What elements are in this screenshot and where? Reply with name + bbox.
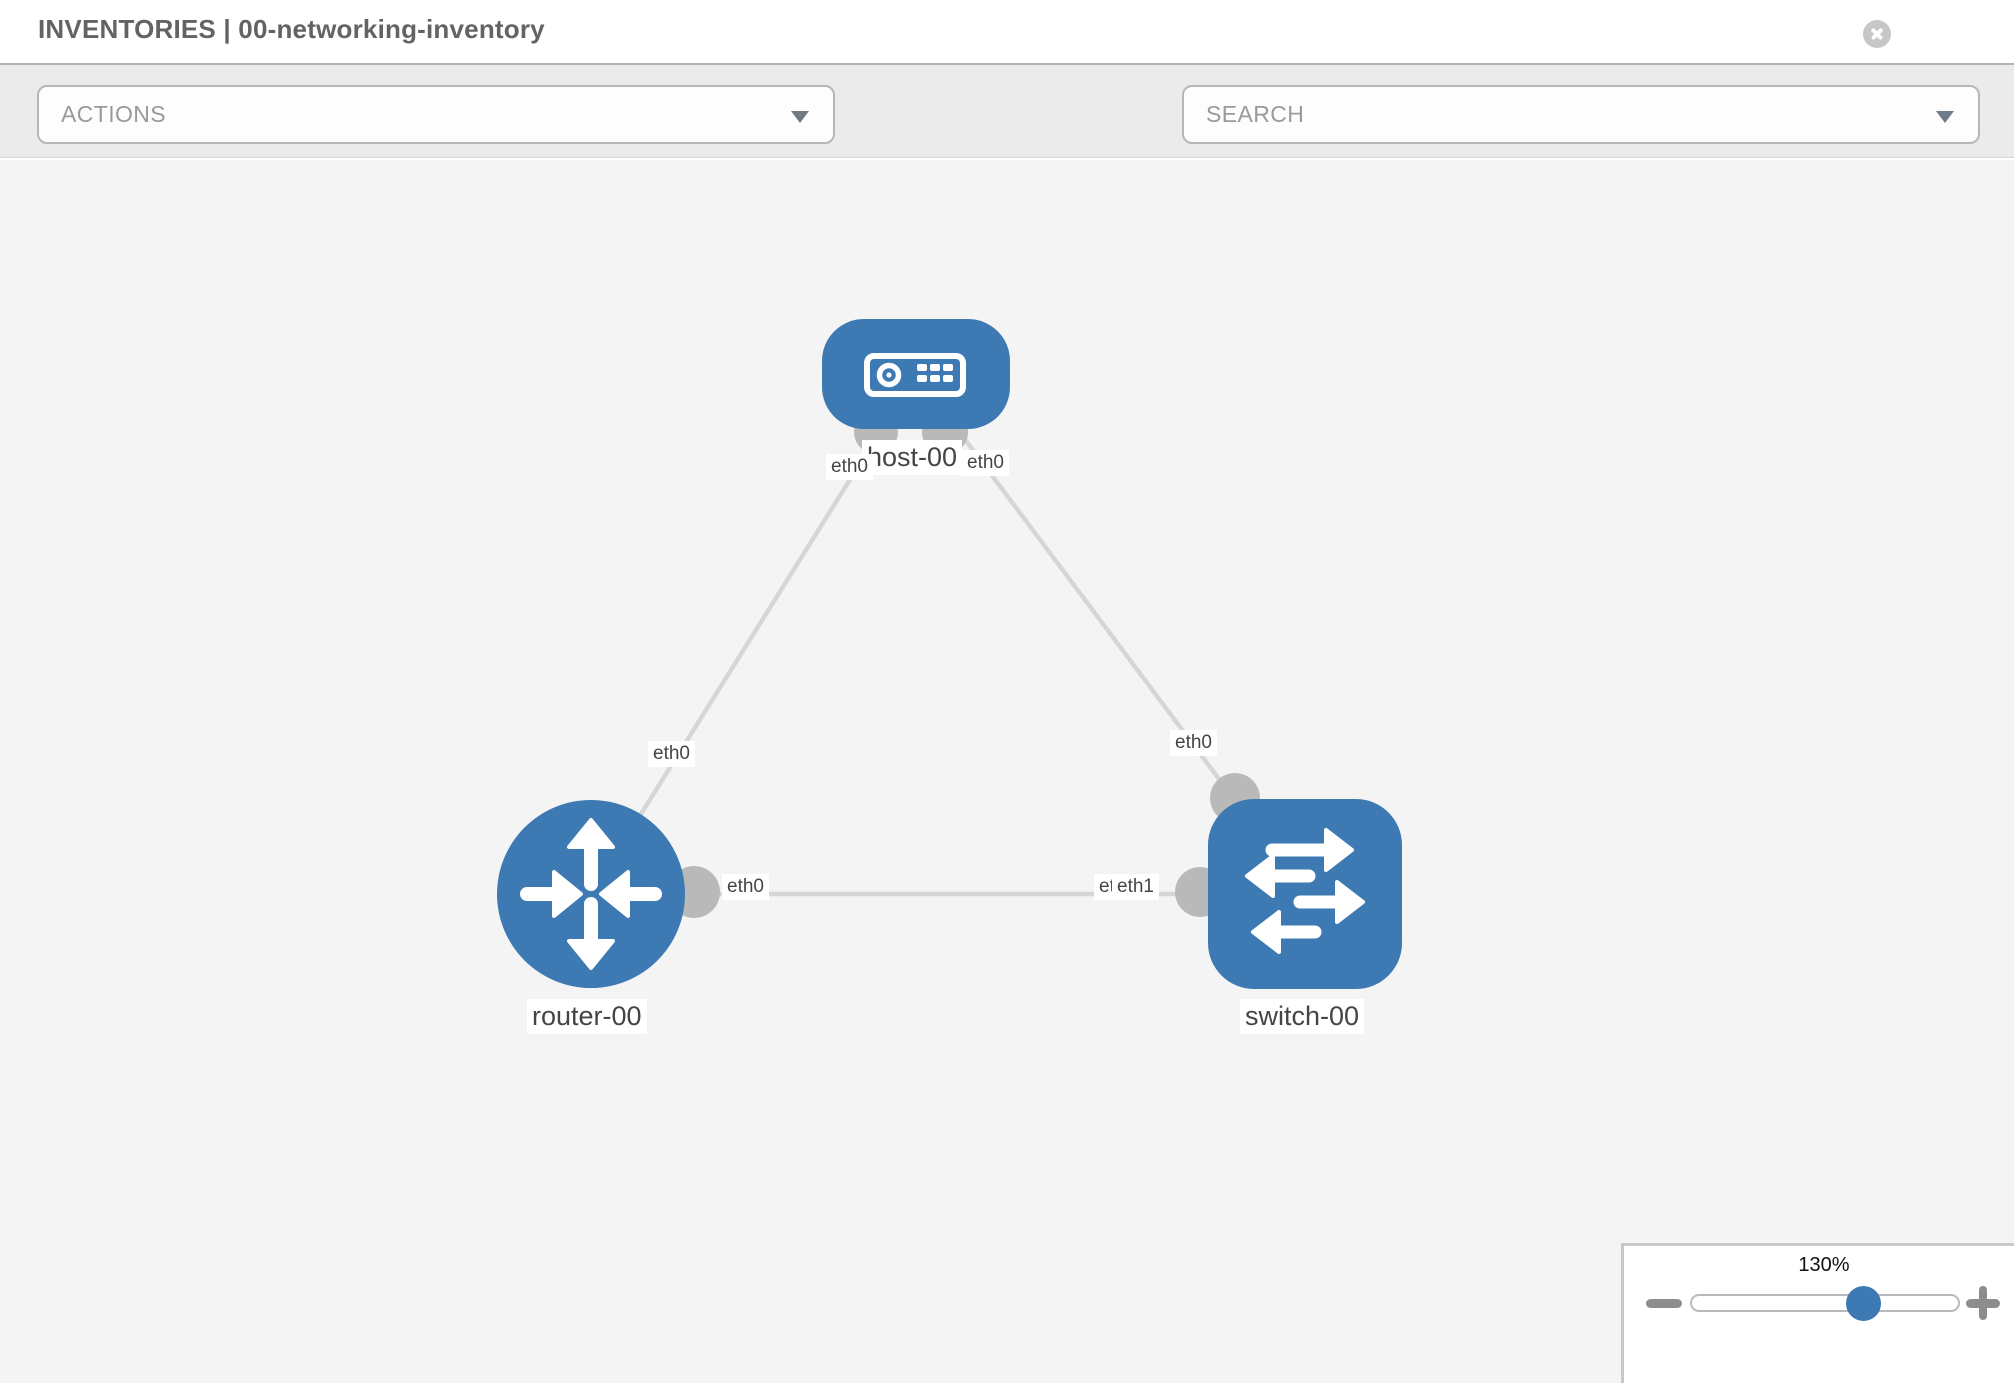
plus-icon (1978, 1286, 1988, 1320)
iface-label-host-left: eth0 (826, 454, 873, 480)
chevron-down-icon (791, 111, 809, 123)
iface-label-host-switch-link: eth0 (1170, 730, 1217, 756)
zoom-slider-track[interactable] (1690, 1294, 1960, 1312)
toolbar: ACTIONS SEARCH (0, 63, 2014, 198)
interface-bubbles (668, 409, 1260, 918)
node-router[interactable] (497, 800, 685, 988)
iface-label-router-right: eth0 (722, 874, 769, 900)
iface-label-switch-left: eth1 (1112, 874, 1159, 900)
zoom-panel: 130% (1621, 1243, 2014, 1383)
iface-label-host-router-link: eth0 (648, 741, 695, 767)
zoom-in-button[interactable] (1966, 1286, 2000, 1320)
zoom-slider-handle[interactable] (1846, 1286, 1881, 1321)
node-label-host: host-00 (862, 440, 963, 476)
zoom-out-button[interactable] (1646, 1299, 1682, 1308)
topology-canvas[interactable]: host-00 eth0 eth0 eth0 eth0 eth0 eth0 et… (0, 158, 2014, 1383)
actions-dropdown[interactable]: ACTIONS (37, 85, 835, 144)
node-label-switch: switch-00 (1240, 999, 1365, 1035)
topology-svg[interactable] (0, 160, 2014, 1202)
host-server-icon (864, 353, 966, 397)
node-switch[interactable] (1208, 799, 1402, 989)
search-dropdown[interactable]: SEARCH (1182, 85, 1980, 144)
search-input-placeholder: SEARCH (1206, 101, 1305, 127)
page-title: INVENTORIES | 00-networking-inventory (38, 14, 545, 44)
zoom-level-value: 130% (1798, 1254, 1850, 1276)
close-button[interactable] (1863, 20, 1891, 48)
node-label-router: router-00 (527, 999, 647, 1035)
iface-label-host-right: eth0 (962, 450, 1009, 476)
router-arrows-icon (520, 818, 662, 970)
node-host[interactable] (822, 319, 1010, 429)
header-bar: INVENTORIES | 00-networking-inventory (0, 0, 2014, 63)
actions-dropdown-label: ACTIONS (61, 101, 167, 127)
chevron-down-icon (1936, 111, 1954, 123)
switch-arrows-icon (1245, 828, 1365, 954)
